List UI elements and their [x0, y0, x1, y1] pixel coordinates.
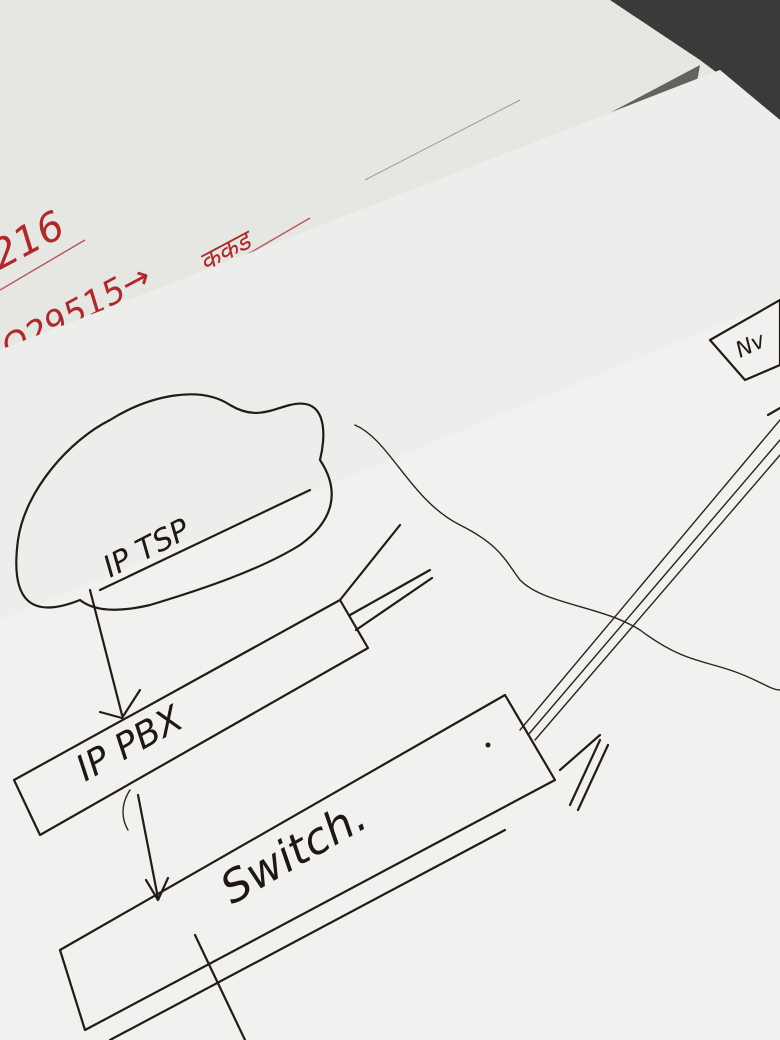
- link-switch-to-right: [534, 454, 780, 741]
- pbx-connector: [354, 576, 434, 632]
- ink-mark: [122, 789, 131, 831]
- cloud-underline: [98, 488, 312, 592]
- pbx-connector: [348, 568, 432, 617]
- switch-box-inner: [108, 828, 507, 1040]
- switch-box: [58, 693, 557, 1032]
- switch-port-mark: [568, 738, 602, 807]
- arrowhead: [98, 688, 142, 720]
- ink-dot: [485, 742, 491, 748]
- back-sheet-line: [0, 239, 86, 291]
- cloud-shape: [15, 393, 333, 611]
- pbx-box: [12, 598, 370, 837]
- pbx-box-edge: [338, 523, 402, 602]
- front-paper-shade: [0, 70, 780, 620]
- arrowhead: [144, 876, 170, 902]
- switch-box-edge: [558, 733, 602, 772]
- arrow-pbx-to-switch: [136, 793, 160, 900]
- back-sheet-line: [364, 99, 521, 181]
- switch-port-mark: [576, 743, 610, 812]
- corner-box-stub: [766, 406, 780, 417]
- wavy-boundary-line: [354, 424, 780, 691]
- link-switch-to-right: [519, 419, 780, 731]
- switch-box-divider: [193, 933, 247, 1040]
- corner-box: [708, 298, 780, 382]
- link-switch-to-right: [527, 439, 780, 736]
- arrow-cloud-to-pbx: [88, 588, 124, 717]
